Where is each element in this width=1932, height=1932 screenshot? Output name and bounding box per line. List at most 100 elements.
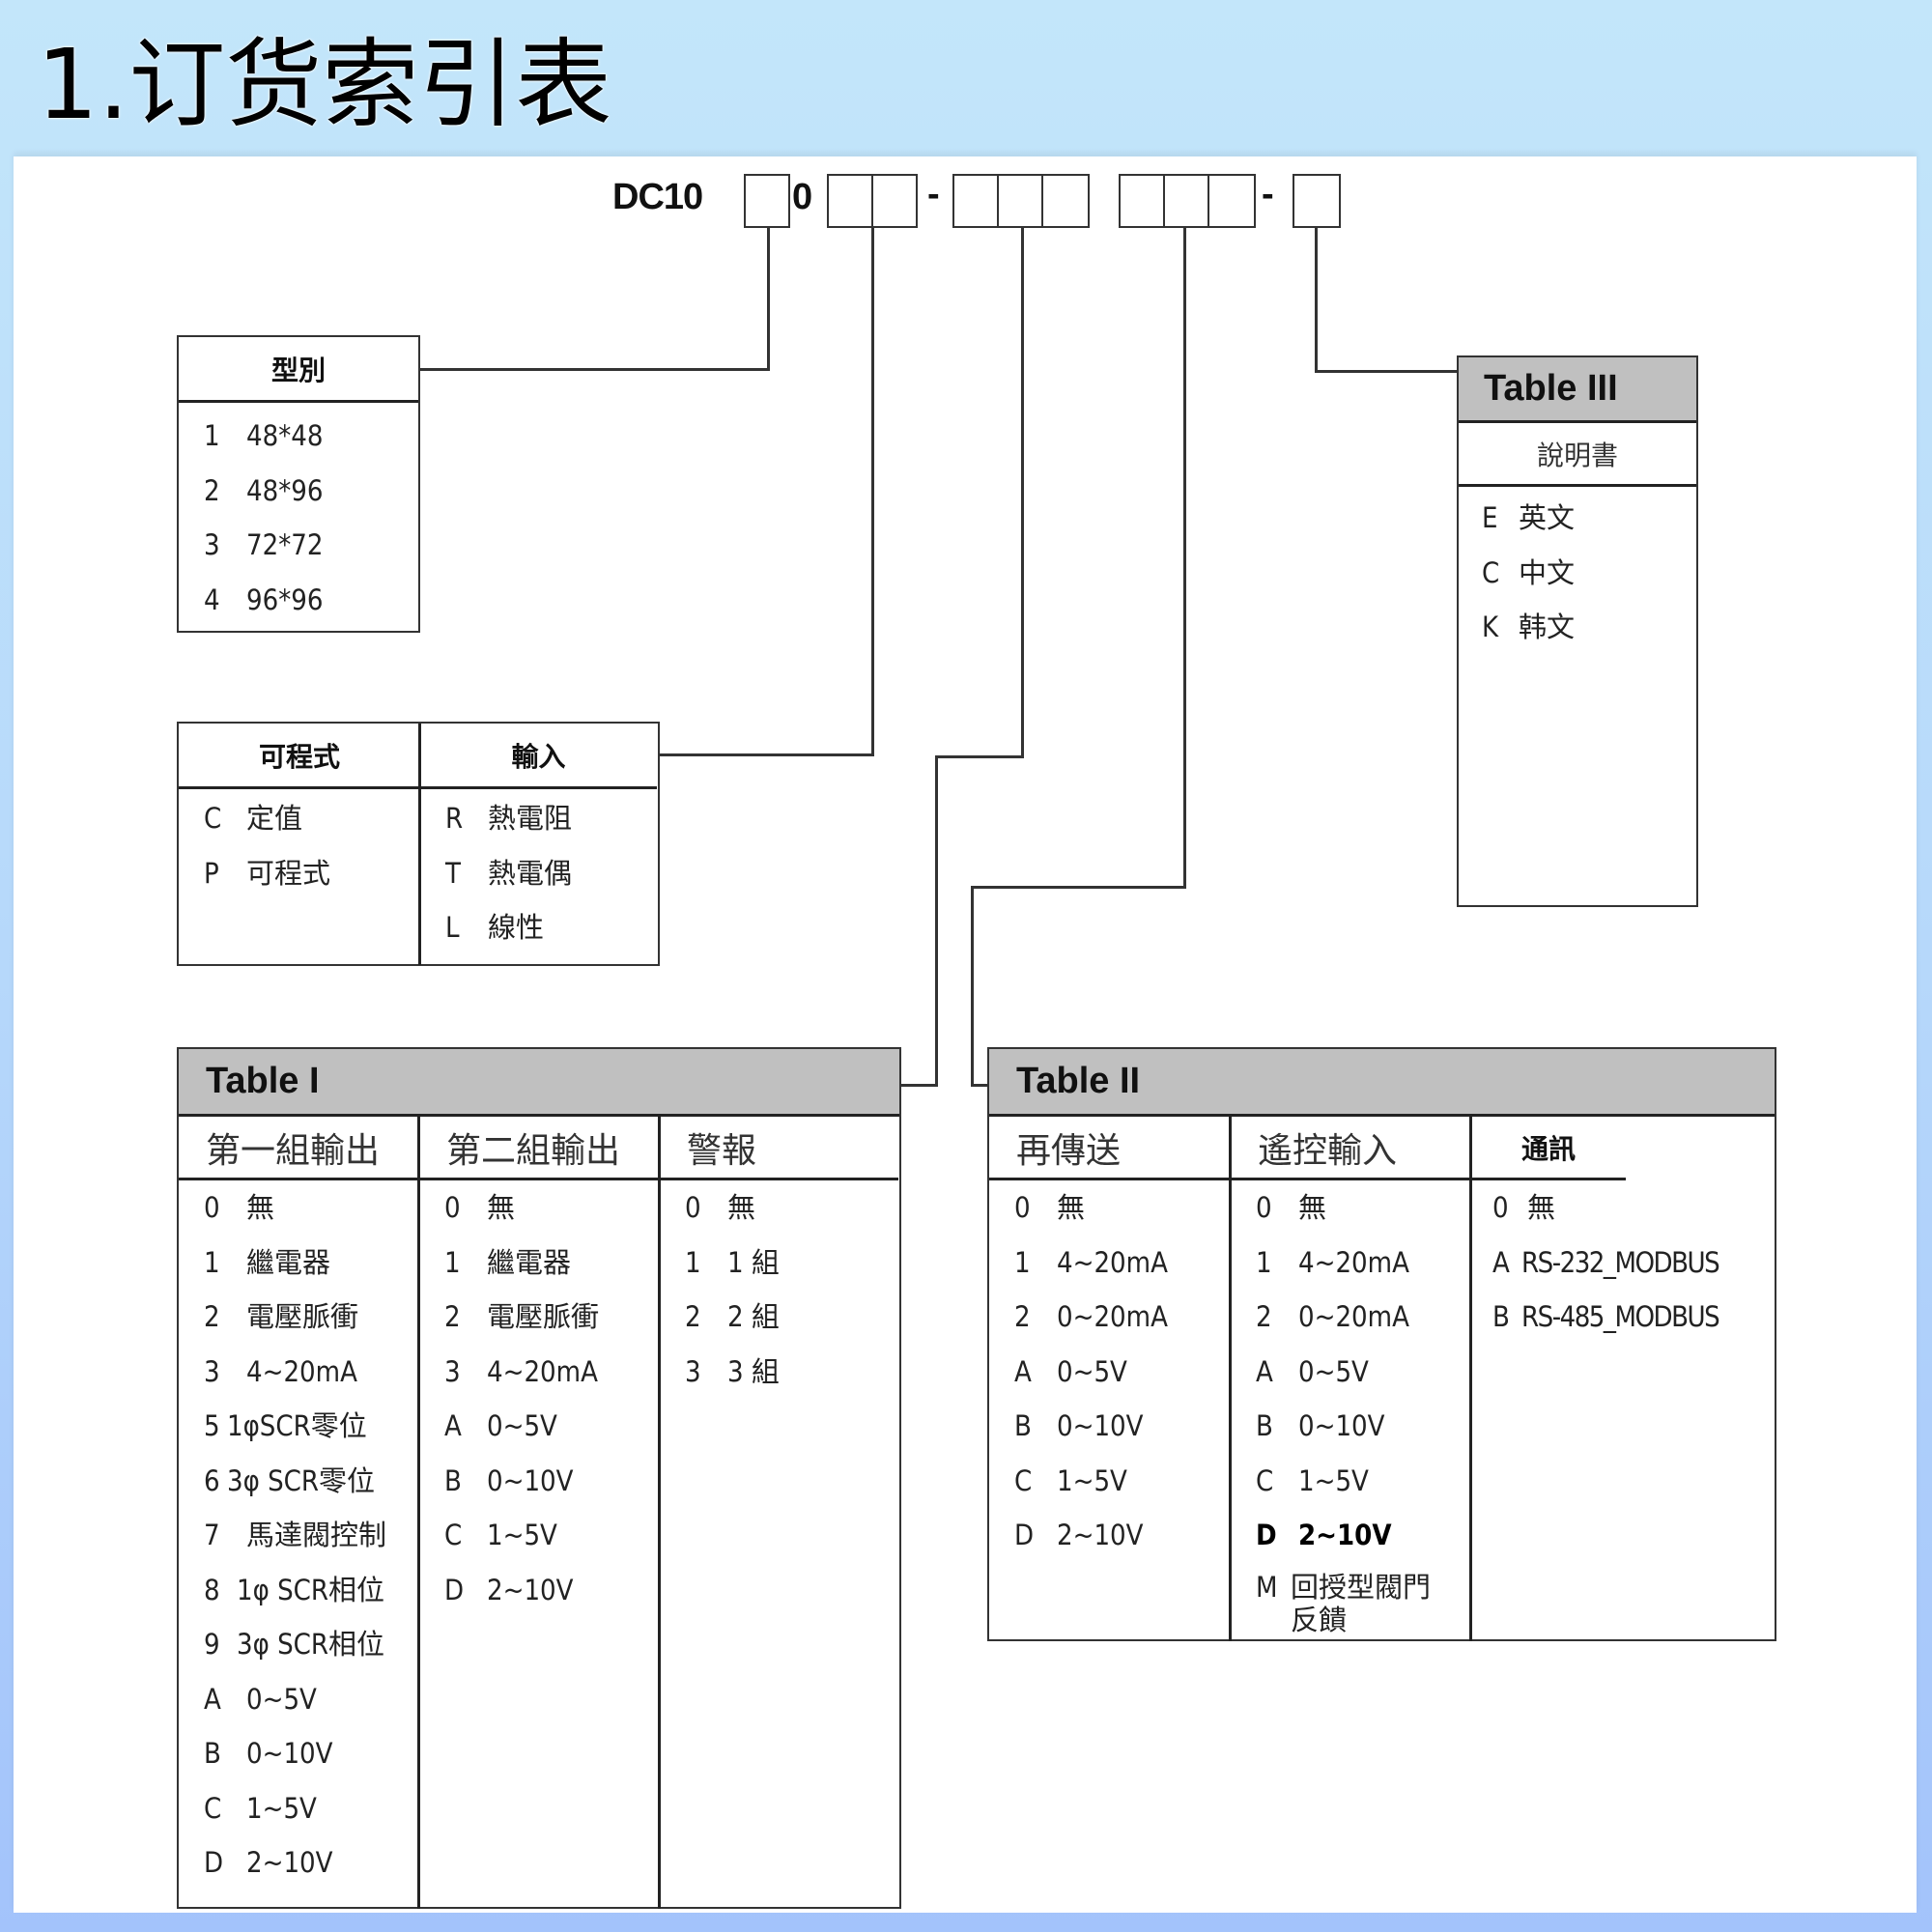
column-divider xyxy=(658,1117,661,1909)
model-code-fixed-digit: 0 xyxy=(792,177,813,217)
model-code-prefix: DC10 xyxy=(612,177,703,217)
code-slot-program xyxy=(827,174,873,228)
connector-line xyxy=(659,753,874,756)
model-type-header: 型別 xyxy=(179,337,418,403)
connector-line xyxy=(971,886,1186,889)
code-slot-table2-retransmit xyxy=(1119,174,1165,228)
model-code-dash-2: - xyxy=(1262,174,1274,214)
connector-line xyxy=(971,1084,990,1087)
table-2-col-header: 遙控輸入 xyxy=(1231,1117,1471,1180)
table-2-title: Table II xyxy=(989,1049,1775,1117)
page-title: 1.订货索引表 xyxy=(37,28,612,141)
code-slot-table2-comm xyxy=(1208,174,1256,228)
table-2-col-header: 再傳送 xyxy=(989,1117,1231,1180)
table-1-col-header: 警報 xyxy=(660,1117,898,1180)
code-slot-model-type xyxy=(744,174,790,228)
code-slot-table3-manual xyxy=(1293,174,1341,228)
connector-line xyxy=(900,1084,938,1087)
column-divider xyxy=(1469,1117,1472,1641)
program-header: 可程式 xyxy=(179,724,420,789)
connector-line xyxy=(1021,228,1024,757)
connector-line xyxy=(1183,228,1186,889)
connector-line xyxy=(1315,370,1458,373)
column-divider xyxy=(1229,1117,1232,1641)
connector-line xyxy=(1315,228,1318,373)
code-slot-input xyxy=(871,174,918,228)
connector-line xyxy=(971,886,974,1087)
column-divider xyxy=(417,1117,420,1909)
code-slot-table1-output2 xyxy=(997,174,1043,228)
table-3-title: Table III xyxy=(1459,357,1696,423)
table-2-col-header: 通訊 xyxy=(1471,1117,1626,1180)
table-1-col-header: 第一組輸出 xyxy=(179,1117,419,1180)
column-divider xyxy=(418,724,421,965)
input-header: 輸入 xyxy=(420,724,657,789)
connector-line xyxy=(935,755,1024,758)
connector-line xyxy=(419,368,770,371)
connector-line xyxy=(935,755,938,1087)
table-3-subheader: 說明書 xyxy=(1459,423,1696,487)
code-slot-table1-alarm xyxy=(1041,174,1090,228)
connector-line xyxy=(767,228,770,371)
table-1-col-header: 第二組輸出 xyxy=(419,1117,660,1180)
connector-line xyxy=(871,228,874,755)
table-1-title: Table I xyxy=(179,1049,899,1117)
